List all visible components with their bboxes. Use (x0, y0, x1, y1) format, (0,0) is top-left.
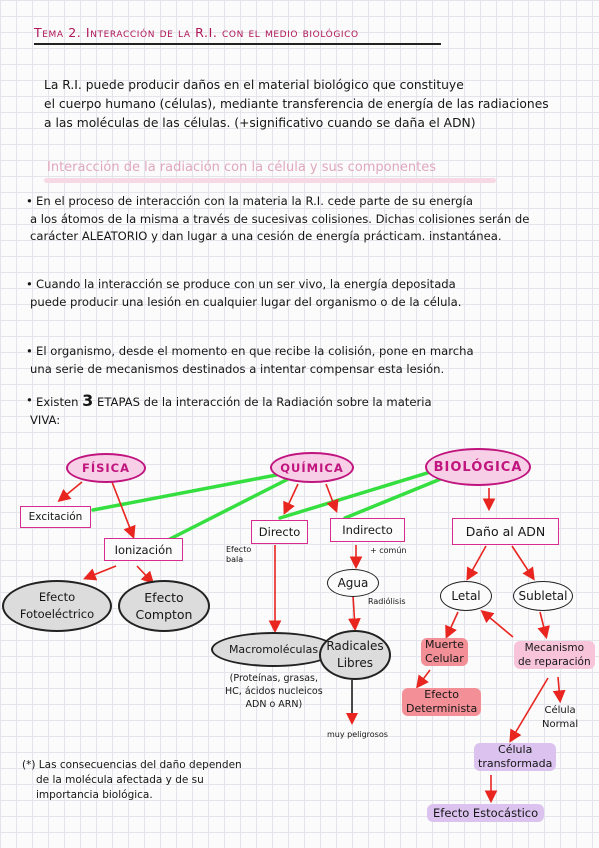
bullet-line: Existen 3 ETAPAS de la interacción de la… (26, 392, 586, 412)
node-label: Efecto (144, 590, 184, 605)
bullet-energy-transfer: • En el proceso de interacción con la ma… (26, 193, 586, 246)
node-label: Muerte (425, 638, 464, 651)
stage-count: 3 (82, 391, 94, 410)
green-links (91, 468, 450, 542)
node-label: Mecanismo (524, 642, 585, 654)
node-label: Radicales (326, 639, 384, 653)
footnote-line: de la molécula afectada y de su (36, 774, 204, 786)
intro-line: el cuerpo humano (células), mediante tra… (44, 97, 549, 111)
note-radiolisis: Radiólisis (368, 597, 406, 606)
bullet-living-being: • Cuando la interacción se produce con u… (26, 276, 586, 311)
red-arrows (57, 481, 566, 804)
node-mecanismo-reparacion: Mecanismo de reparación (514, 641, 595, 669)
bullet-organism: • El organismo, desde el momento en que … (26, 343, 586, 378)
bullet-line: En el proceso de interacción con la mate… (36, 194, 473, 208)
note-line: (Proteínas, grasas, (229, 673, 318, 684)
intro-line: a las moléculas de las células. (+signif… (44, 116, 476, 130)
note-macromoleculas: (Proteínas, grasas, HC, ácidos nucleicos… (225, 672, 323, 711)
section-title-highlight (44, 178, 496, 183)
bullet-line: VIVA: (30, 412, 61, 427)
title-underline (34, 43, 441, 45)
intro-line: La R.I. puede producir daños en el mater… (44, 78, 464, 92)
note-line: HC, ácidos nucleicos (225, 686, 323, 697)
bullet-three-stages: • Existen 3 ETAPAS de la interacción de … (26, 392, 586, 429)
node-efecto-estocastico: Efecto Estocástico (427, 804, 545, 822)
page-title: Tema 2. Interacción de la R.I. con el me… (34, 25, 359, 40)
intro-paragraph: La R.I. puede producir daños en el mater… (44, 76, 574, 133)
bullet-dot: • (26, 393, 33, 407)
node-macromoleculas: Macromoléculas (211, 632, 336, 667)
node-label: Célula (498, 743, 533, 756)
footnote-line: (*) Las consecuencias del daño dependen (22, 759, 242, 771)
node-label: Efecto (38, 590, 76, 604)
node-subletal: Subletal (513, 581, 573, 611)
node-label: transformada (478, 757, 553, 770)
node-dano-adn: Daño al ADN (452, 518, 559, 545)
node-excitacion: Excitación (20, 506, 91, 528)
node-label: Celular (425, 652, 464, 665)
bullet-line: El organismo, desde el momento en que re… (36, 344, 474, 358)
bullet-dot: • (26, 277, 33, 291)
bullet-line: a los átomos de la misma a través de suc… (30, 211, 530, 226)
note-line: Efecto (226, 545, 252, 554)
node-label: de reparación (518, 656, 591, 668)
node-indirecto: Indirecto (330, 518, 405, 542)
bullet-line: carácter ALEATORIO y dan lugar a una ces… (30, 229, 502, 243)
node-label: Normal (542, 719, 579, 730)
node-agua: Agua (327, 569, 379, 597)
bullet-line: una serie de mecanismos destinados a int… (30, 361, 445, 376)
note-line: bala (226, 555, 244, 564)
note-mas-comun: + común (370, 546, 407, 555)
bullet-dot: • (26, 194, 33, 208)
note-line: ADN o ARN) (245, 699, 303, 710)
stage-fisica: FÍSICA (66, 453, 146, 483)
node-label: Célula (544, 705, 576, 716)
bullet-line: Cuando la interacción se produce con un … (36, 277, 456, 291)
footnote: (*) Las consecuencias del daño dependen … (22, 758, 242, 803)
section-title: Interacción de la radiación con la célul… (47, 160, 436, 175)
node-label: Determinista (406, 702, 478, 715)
node-label: Efecto (424, 688, 459, 701)
stage-biologica: BIOLÓGICA (425, 448, 531, 486)
bullet-text: ETAPAS de la interacción de la Radiación… (97, 395, 432, 409)
footnote-line: importancia biológica. (36, 789, 153, 801)
node-label: Fotoeléctrico (19, 607, 95, 621)
node-label: Libres (337, 656, 373, 670)
node-letal: Letal (440, 581, 492, 611)
node-label: Compton (135, 607, 193, 622)
bullet-line: puede producir una lesión en cualquier l… (30, 294, 462, 309)
node-directo: Directo (251, 520, 308, 544)
node-ionizacion: Ionización (104, 538, 183, 561)
bullet-text: Existen (36, 395, 79, 409)
stage-quimica: QUÍMICA (270, 452, 354, 483)
bullet-dot: • (26, 344, 33, 358)
note-muy-peligrosos: muy peligrosos (327, 730, 388, 739)
